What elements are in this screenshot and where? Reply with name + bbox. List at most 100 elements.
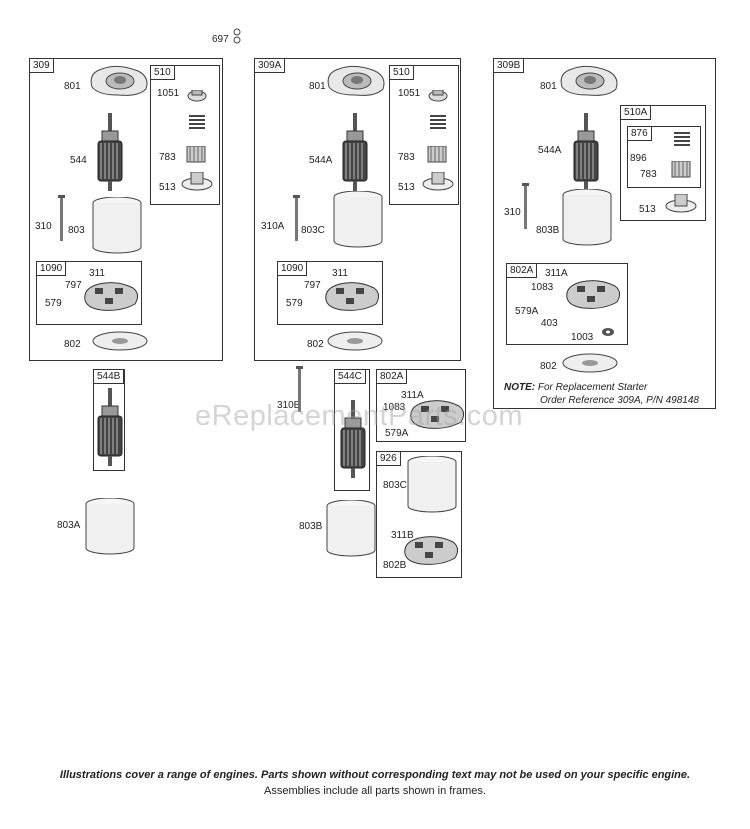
part-label-803: 803 xyxy=(68,225,85,236)
part-label-896: 896 xyxy=(630,153,647,164)
assembly-309A-frame[interactable]: 309A 801 544A 310A 803C 802 510 1051 783… xyxy=(254,58,461,361)
part-label-579: 579 xyxy=(286,298,303,309)
sub-assembly-tag: 510A xyxy=(620,105,652,120)
part-label-1051: 1051 xyxy=(157,88,180,99)
sub-assembly-tag: 510 xyxy=(389,65,414,80)
housing-part xyxy=(407,456,457,513)
part-label-403: 403 xyxy=(541,318,558,329)
replacement-note: NOTE: For Replacement Starter Order Refe… xyxy=(504,381,699,407)
sub-assembly-802A-frame[interactable]: 802A 311A 1083 579A 403 1003 xyxy=(506,263,628,345)
watermark: eReplacementParts.com xyxy=(195,400,524,432)
assembly-tag: 309 xyxy=(29,58,54,73)
pinion-gear-part xyxy=(671,161,691,178)
assembly-544B-frame[interactable]: 544B xyxy=(93,369,125,471)
part-label-801: 801 xyxy=(309,81,326,92)
housing-part xyxy=(333,191,383,248)
drive-base-part xyxy=(422,172,454,191)
part-label-801: 801 xyxy=(64,81,81,92)
part-label-513: 513 xyxy=(159,182,176,193)
note-line-1: For Replacement Starter xyxy=(537,382,648,393)
pinion-gear-part xyxy=(427,146,447,163)
part-label-802: 802 xyxy=(307,339,324,350)
spring-part xyxy=(429,115,447,129)
part-label-1051: 1051 xyxy=(398,88,421,99)
armature-part xyxy=(573,113,599,192)
housing-part xyxy=(562,189,612,246)
brush-plate-part xyxy=(84,282,139,311)
grommet-part xyxy=(602,328,614,336)
part-label-802B: 802B xyxy=(383,560,407,571)
part-label-1003: 1003 xyxy=(571,332,594,343)
note-line-2: Order Reference 309A, P/N 498148 xyxy=(540,395,699,406)
part-label-802: 802 xyxy=(540,361,557,372)
assembly-tag: 544C xyxy=(334,369,366,384)
assembly-544C-frame[interactable]: 544C xyxy=(334,369,370,491)
part-label-803C: 803C xyxy=(383,480,407,491)
assembly-802A-frame[interactable]: 802A 311A 1083 579A xyxy=(376,369,466,442)
assembly-309-frame[interactable]: 309 801 544 310 803 802 510 1051 783 513… xyxy=(29,58,223,361)
part-label-311: 311 xyxy=(332,268,348,279)
through-bolt-part xyxy=(293,195,300,241)
assembly-309B-frame[interactable]: 309B 801 544A 310 803B 802 510A 876 896 … xyxy=(493,58,716,409)
brush-plate-part xyxy=(404,536,459,565)
part-label-801: 801 xyxy=(540,81,557,92)
part-label-1083: 1083 xyxy=(531,282,554,293)
sub-assembly-tag: 802A xyxy=(506,263,538,278)
part-label-310: 310 xyxy=(35,221,52,232)
part-label-579: 579 xyxy=(45,298,62,309)
through-bolt-part xyxy=(58,195,65,241)
housing-part xyxy=(326,500,376,557)
drive-base-part xyxy=(665,194,697,213)
brush-plate-part xyxy=(566,280,621,309)
assembly-tag: 926 xyxy=(376,451,401,466)
sub-assembly-1090-frame[interactable]: 1090 311 797 579 xyxy=(36,261,142,325)
sub-assembly-tag: 1090 xyxy=(36,261,67,276)
part-label-544: 544 xyxy=(70,155,87,166)
sub-assembly-510-frame[interactable]: 510 1051 783 513 xyxy=(150,65,220,205)
end-cap-part xyxy=(560,65,618,96)
sub-assembly-tag: 876 xyxy=(627,126,652,141)
part-label-311A: 311A xyxy=(545,268,568,279)
spring-part xyxy=(673,132,691,146)
end-plate-part xyxy=(327,331,383,351)
part-label-544A: 544A xyxy=(538,145,562,156)
assembly-tag: 802A xyxy=(376,369,408,384)
through-bolt-part xyxy=(522,183,529,229)
part-label-783: 783 xyxy=(640,169,657,180)
part-label-310A: 310A xyxy=(261,221,285,232)
part-label-579A: 579A xyxy=(515,306,539,317)
part-label-797: 797 xyxy=(304,280,321,291)
washer-part-697 xyxy=(233,28,241,44)
armature-part xyxy=(97,388,123,467)
part-label-311A: 311A xyxy=(401,390,424,401)
sub-assembly-tag: 1090 xyxy=(277,261,308,276)
note-label: NOTE: xyxy=(504,382,536,393)
part-label-803B: 803B xyxy=(299,521,323,532)
sub-assembly-tag: 510 xyxy=(150,65,175,80)
footer-assemblies-note: Assemblies include all parts shown in fr… xyxy=(264,785,486,797)
part-label-310B: 310B xyxy=(277,400,301,411)
nut-part xyxy=(428,90,448,102)
sub-assembly-876-frame[interactable]: 876 896 783 xyxy=(627,126,701,188)
armature-part xyxy=(97,113,123,192)
end-plate-part xyxy=(562,353,618,373)
sub-assembly-510A-frame[interactable]: 510A 876 896 783 513 xyxy=(620,105,706,221)
sub-assembly-1090-frame[interactable]: 1090 311 797 579 xyxy=(277,261,383,325)
assembly-926-frame[interactable]: 926 803C 311B 802B xyxy=(376,451,462,578)
part-label-797: 797 xyxy=(65,280,82,291)
part-label-783: 783 xyxy=(398,152,415,163)
assembly-tag: 309A xyxy=(254,58,286,73)
armature-part xyxy=(342,113,368,192)
housing-part xyxy=(92,197,142,254)
drive-base-part xyxy=(181,172,213,191)
part-label-513: 513 xyxy=(639,204,656,215)
part-label-1083: 1083 xyxy=(383,402,406,413)
pinion-gear-part xyxy=(186,146,206,163)
assembly-tag: 309B xyxy=(493,58,525,73)
part-label-311: 311 xyxy=(89,268,105,279)
nut-part xyxy=(187,90,207,102)
part-label-802: 802 xyxy=(64,339,81,350)
sub-assembly-510-frame[interactable]: 510 1051 783 513 xyxy=(389,65,459,205)
part-label-697: 697 xyxy=(212,34,229,45)
end-cap-part xyxy=(90,65,148,96)
